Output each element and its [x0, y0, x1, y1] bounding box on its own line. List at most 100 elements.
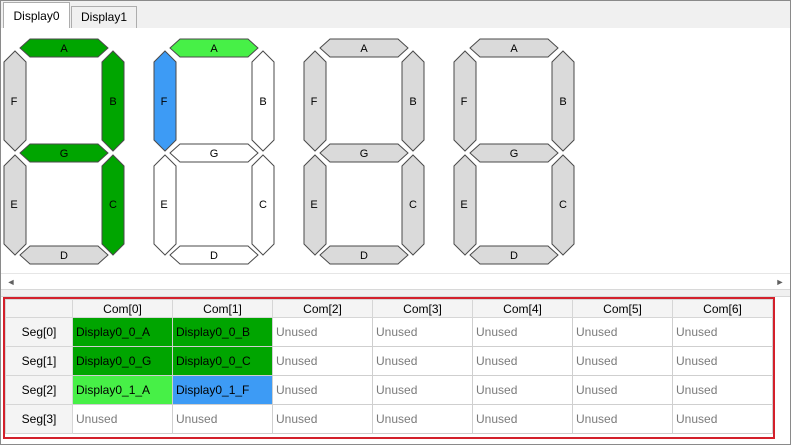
- table-row: Seg[2] Display0_1_A Display0_1_F Unused …: [5, 375, 773, 405]
- segment-label: G: [60, 148, 69, 160]
- column-header[interactable]: Com[0]: [72, 299, 173, 318]
- segment-label: C: [409, 199, 417, 211]
- row-header[interactable]: Seg[2]: [5, 375, 73, 405]
- segment-label: C: [559, 199, 567, 211]
- segment-label: E: [460, 199, 467, 211]
- segment-label: D: [60, 250, 68, 262]
- column-header[interactable]: Com[4]: [472, 299, 573, 318]
- segment-label: D: [510, 250, 518, 262]
- segment-label: A: [510, 43, 518, 55]
- segment-label: E: [10, 199, 17, 211]
- segment-b[interactable]: [401, 50, 425, 152]
- grid-cell[interactable]: Display0_0_G: [72, 346, 173, 376]
- grid-cell[interactable]: Unused: [272, 375, 373, 405]
- digit-0: A B C D E F G: [3, 38, 125, 265]
- segment-label: E: [160, 199, 167, 211]
- segment-label: E: [310, 199, 317, 211]
- segment-e[interactable]: [153, 154, 177, 256]
- table-row: Seg[3] Unused Unused Unused Unused Unuse…: [5, 404, 773, 434]
- row-header[interactable]: Seg[3]: [5, 404, 73, 434]
- segment-label: A: [360, 43, 368, 55]
- segment-d[interactable]: [169, 245, 259, 265]
- segment-label: F: [311, 96, 318, 108]
- grid-cell[interactable]: Display0_0_A: [72, 317, 173, 347]
- segment-label: C: [109, 199, 117, 211]
- segment-d[interactable]: [19, 245, 109, 265]
- grid-cell[interactable]: Unused: [572, 346, 673, 376]
- segment-c[interactable]: [251, 154, 275, 256]
- segment-label: F: [461, 96, 468, 108]
- segment-label: F: [11, 96, 18, 108]
- grid-cell[interactable]: Unused: [272, 404, 373, 434]
- column-header[interactable]: Com[3]: [372, 299, 473, 318]
- segment-label: B: [409, 96, 416, 108]
- segment-g[interactable]: [319, 143, 409, 163]
- segment-label: D: [360, 250, 368, 262]
- grid-cell[interactable]: Display0_0_B: [172, 317, 273, 347]
- segment-label: D: [210, 250, 218, 262]
- segment-label: G: [210, 148, 219, 160]
- segment-e[interactable]: [303, 154, 327, 256]
- grid-cell[interactable]: Unused: [672, 375, 773, 405]
- tab-bar: Display0 Display1: [1, 1, 790, 29]
- segment-label: F: [161, 96, 168, 108]
- segment-b[interactable]: [101, 50, 125, 152]
- row-header[interactable]: Seg[1]: [5, 346, 73, 376]
- segment-d[interactable]: [469, 245, 559, 265]
- segment-c[interactable]: [101, 154, 125, 256]
- segment-g[interactable]: [469, 143, 559, 163]
- segment-c[interactable]: [551, 154, 575, 256]
- scroll-left-arrow-icon[interactable]: ◄: [6, 277, 16, 287]
- segment-f[interactable]: [303, 50, 327, 152]
- segment-d[interactable]: [319, 245, 409, 265]
- grid-cell[interactable]: Unused: [172, 404, 273, 434]
- scroll-right-arrow-icon[interactable]: ►: [775, 277, 785, 287]
- segment-a[interactable]: [319, 38, 409, 58]
- segment-b[interactable]: [551, 50, 575, 152]
- row-header[interactable]: Seg[0]: [5, 317, 73, 347]
- grid-cell[interactable]: Unused: [572, 404, 673, 434]
- pane-splitter[interactable]: [1, 289, 790, 297]
- segment-b[interactable]: [251, 50, 275, 152]
- grid-cell[interactable]: Unused: [372, 375, 473, 405]
- segment-a[interactable]: [19, 38, 109, 58]
- grid-cell[interactable]: Unused: [472, 404, 573, 434]
- tab-display1[interactable]: Display1: [71, 6, 137, 28]
- table-row: Seg[0] Display0_0_A Display0_0_B Unused …: [5, 317, 773, 347]
- segment-c[interactable]: [401, 154, 425, 256]
- segment-label: A: [60, 43, 68, 55]
- segment-a[interactable]: [169, 38, 259, 58]
- segment-label: G: [360, 148, 369, 160]
- segment-a[interactable]: [469, 38, 559, 58]
- segment-f[interactable]: [453, 50, 477, 152]
- grid-cell[interactable]: Unused: [572, 375, 673, 405]
- segment-label: B: [109, 96, 116, 108]
- grid-cell[interactable]: Unused: [72, 404, 173, 434]
- segment-e[interactable]: [453, 154, 477, 256]
- segment-label: A: [210, 43, 218, 55]
- digit-2: A B C D E F G: [303, 38, 425, 265]
- segment-g[interactable]: [169, 143, 259, 163]
- segment-e[interactable]: [3, 154, 27, 256]
- grid-cell[interactable]: Display0_0_C: [172, 346, 273, 376]
- grid-cell[interactable]: Display0_1_F: [172, 375, 273, 405]
- segment-label: G: [510, 148, 519, 160]
- column-header[interactable]: Com[6]: [672, 299, 773, 318]
- grid-cell[interactable]: Unused: [672, 404, 773, 434]
- grid-header-row: Com[0] Com[1] Com[2] Com[3] Com[4] Com[5…: [5, 299, 773, 318]
- grid-cell[interactable]: Unused: [372, 317, 473, 347]
- grid-cell[interactable]: Unused: [272, 346, 373, 376]
- segment-label: B: [259, 96, 266, 108]
- segment-mapping-grid: Com[0] Com[1] Com[2] Com[3] Com[4] Com[5…: [5, 299, 773, 434]
- segment-f[interactable]: [3, 50, 27, 152]
- segment-g[interactable]: [19, 143, 109, 163]
- selection-highlight-box: [3, 297, 775, 439]
- horizontal-scrollbar[interactable]: ◄ ►: [1, 273, 790, 290]
- segment-f[interactable]: [153, 50, 177, 152]
- column-header[interactable]: Com[2]: [272, 299, 373, 318]
- tab-display0[interactable]: Display0: [3, 2, 70, 28]
